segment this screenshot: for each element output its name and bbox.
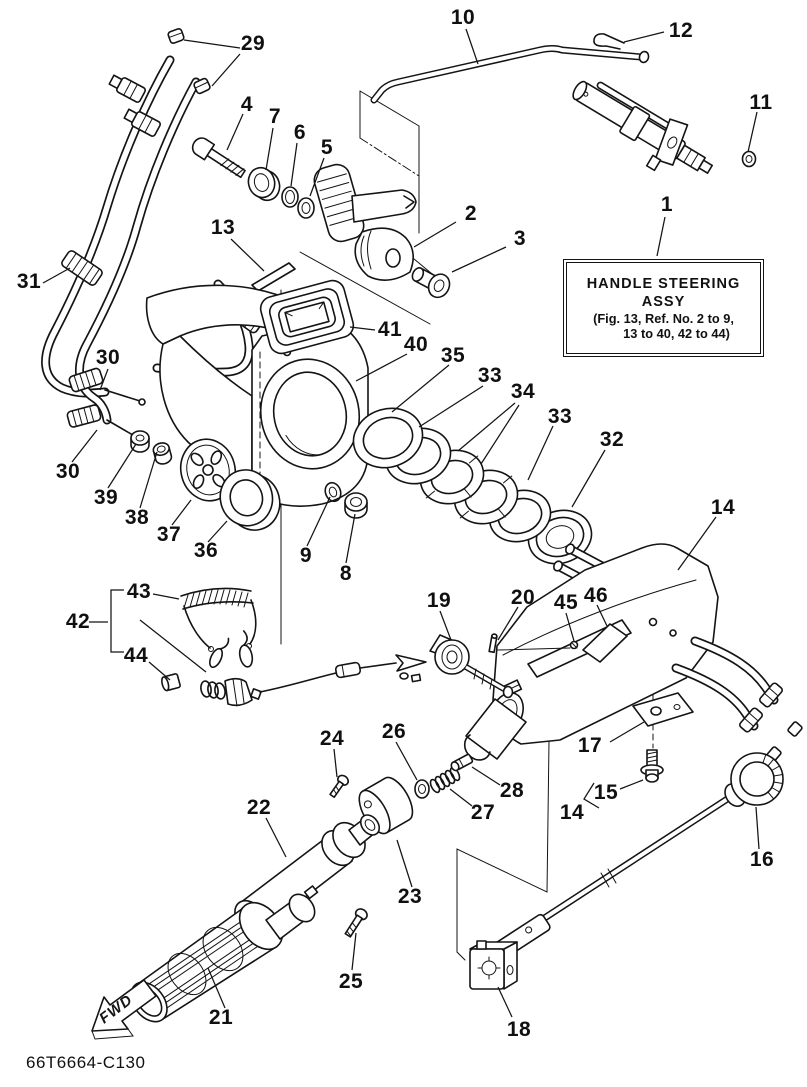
callout-31: 31: [16, 270, 42, 293]
cable-cap-nuts: [167, 28, 211, 95]
throttle-lever: [313, 163, 417, 281]
knob-tip-washer: [502, 685, 514, 699]
callout-22: 22: [246, 796, 272, 819]
callout-27: 27: [470, 801, 496, 824]
info-box-line2: ASSY: [641, 293, 686, 310]
callout-41: 41: [377, 318, 403, 341]
callout-17: 17: [577, 734, 603, 757]
callout-30: 30: [95, 346, 121, 369]
friction-knob: [429, 634, 506, 692]
info-box-line1: HANDLE STEERING: [586, 275, 741, 292]
callout-37: 37: [156, 523, 182, 546]
callout-15: 15: [593, 781, 619, 804]
snap-ring: [281, 186, 299, 208]
throttle-drum: [358, 776, 414, 835]
callout-7: 7: [268, 105, 282, 128]
callout-21: 21: [208, 1006, 234, 1029]
callout-14: 14: [559, 801, 585, 824]
callout-20: 20: [510, 586, 536, 609]
callout-10: 10: [450, 6, 476, 29]
screw-25: [344, 908, 368, 938]
callout-23: 23: [397, 885, 423, 908]
callout-45: 45: [553, 591, 579, 614]
ring-35: [352, 407, 424, 469]
callout-36: 36: [193, 539, 219, 562]
mount-bracket: [632, 692, 694, 727]
callout-38: 38: [124, 506, 150, 529]
callout-8: 8: [339, 562, 353, 585]
drawing-code: 66T6664-C130: [26, 1053, 146, 1072]
callout-19: 19: [426, 589, 452, 612]
callout-34: 34: [510, 380, 536, 403]
callout-32: 32: [599, 428, 625, 451]
callout-3: 3: [513, 227, 527, 250]
lever-bushing: [411, 267, 451, 299]
cotter-pin: [593, 33, 625, 50]
steering-yoke: [145, 284, 369, 507]
callout-26: 26: [381, 720, 407, 743]
callout-6: 6: [293, 121, 307, 144]
shift-rod: [490, 752, 784, 962]
tiller-body: [463, 543, 803, 762]
washer-5: [297, 197, 315, 219]
callout-46: 46: [583, 584, 609, 607]
callout-30: 30: [55, 460, 81, 483]
callout-24: 24: [319, 727, 345, 750]
info-box-line4: 13 to 40, 42 to 44): [623, 326, 730, 342]
callout-44: 44: [123, 644, 149, 667]
rod-guide-block: [469, 940, 518, 990]
callout-2: 2: [464, 202, 478, 225]
rubber-boot: [259, 279, 355, 355]
callout-33: 33: [477, 364, 503, 387]
callout-42: 42: [65, 610, 91, 633]
info-box-line3: (Fig. 13, Ref. No. 2 to 9,: [593, 310, 734, 326]
callout-9: 9: [299, 544, 313, 567]
callout-12: 12: [668, 19, 694, 42]
handle-steering-assy-box-inner: HANDLE STEERING ASSY (Fig. 13, Ref. No. …: [566, 262, 761, 354]
steering-link-rod: [370, 45, 650, 104]
washer-9: [324, 481, 342, 503]
callout-33: 33: [547, 405, 573, 428]
stop-switch-assembly: [161, 587, 427, 707]
callout-40: 40: [403, 333, 429, 356]
pivot-bushing: [247, 166, 281, 202]
callout-28: 28: [499, 779, 525, 802]
screw-45: [569, 640, 579, 650]
handle-grip: [130, 893, 316, 1023]
callout-18: 18: [506, 1018, 532, 1041]
callout-43: 43: [126, 580, 152, 603]
bracket-bolt: [640, 749, 664, 783]
nut-39: [130, 430, 150, 453]
callout-5: 5: [320, 136, 334, 159]
callout-25: 25: [338, 970, 364, 993]
leader-lines: [42, 28, 760, 1018]
grommet-36: [219, 469, 281, 531]
callout-29: 29: [240, 32, 266, 55]
shaft-washer: [741, 150, 757, 168]
handle-steering-assy-box: HANDLE STEERING ASSY (Fig. 13, Ref. No. …: [563, 259, 764, 357]
pivot-bolt: [191, 137, 246, 179]
callout-1: 1: [660, 193, 674, 216]
callout-35: 35: [440, 344, 466, 367]
ring-stack: [352, 407, 593, 565]
callout-11: 11: [749, 91, 773, 114]
washer-26: [414, 779, 430, 799]
friction-strip: [251, 262, 296, 292]
nut-8: [344, 492, 368, 519]
friction-disc: [179, 438, 237, 502]
pin-position-line: [497, 647, 571, 651]
callout-4: 4: [240, 93, 254, 116]
steering-bracket-shaft: [572, 80, 713, 174]
callout-13: 13: [210, 216, 236, 239]
callout-39: 39: [93, 486, 119, 509]
callout-16: 16: [749, 848, 775, 871]
pin-20: [488, 633, 498, 654]
spacer-38: [152, 442, 173, 465]
pin-28: [450, 753, 474, 772]
screw-24: [329, 774, 350, 799]
callout-14: 14: [710, 496, 736, 519]
